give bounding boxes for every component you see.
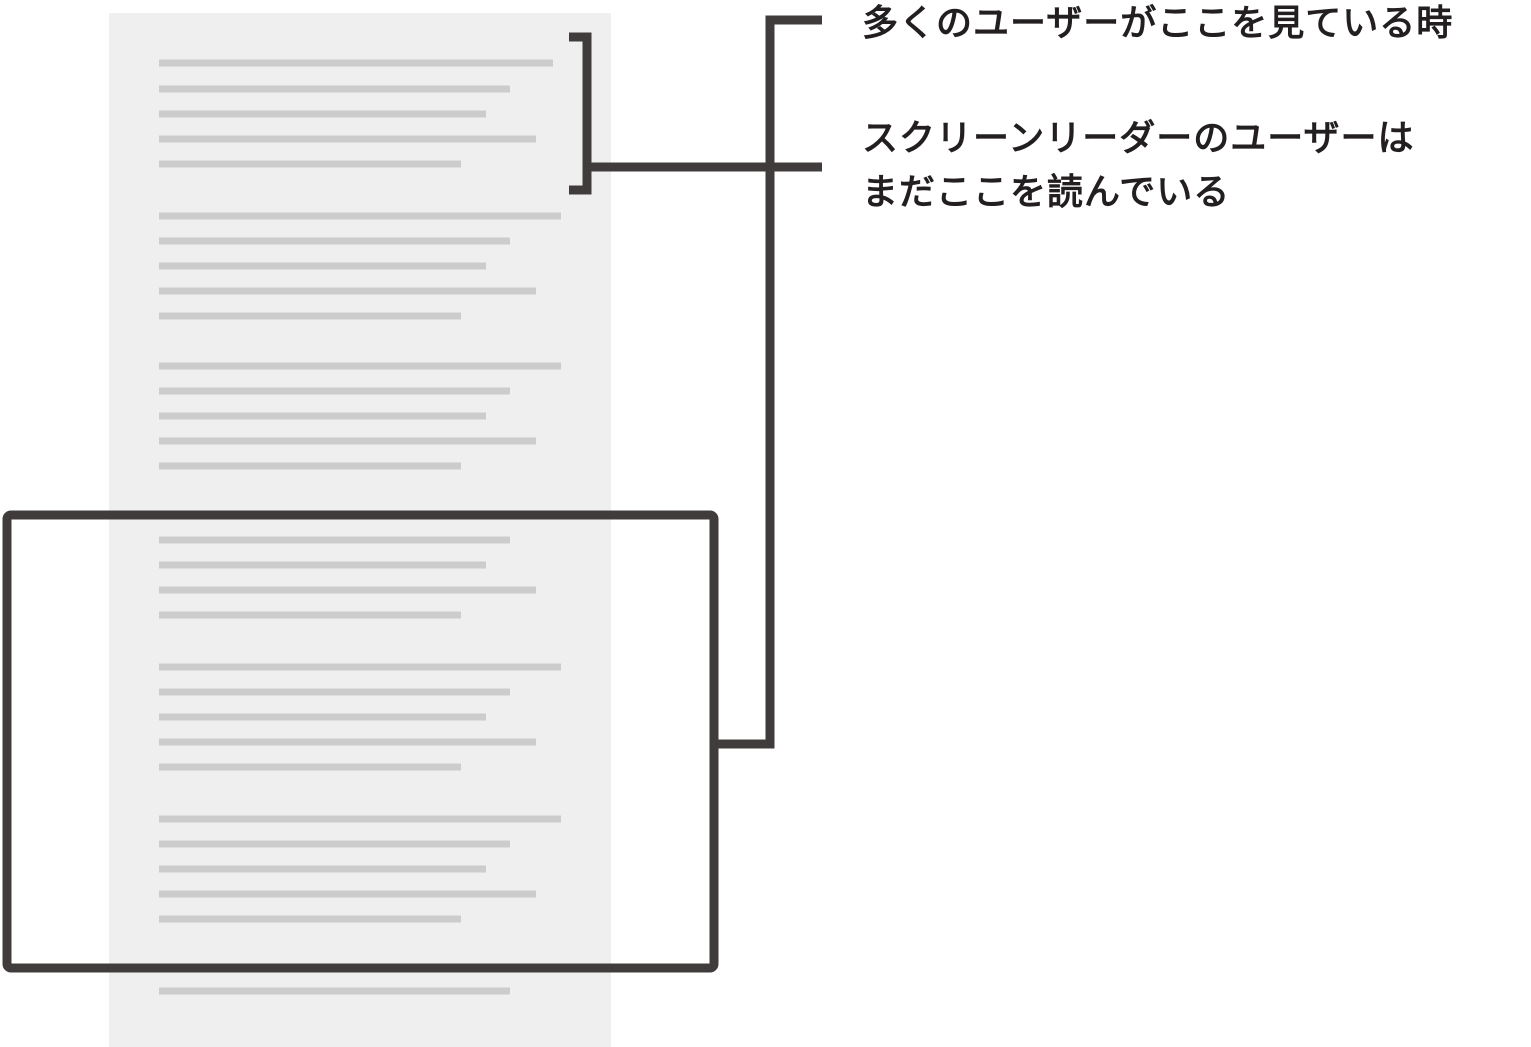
screen-reader-label-line-1: スクリーンリーダーのユーザーは — [862, 118, 1415, 159]
viewport-connector — [714, 15, 822, 749]
screen-reader-bracket — [569, 32, 592, 195]
screen-reader-label-line-2: まだここを読んでいる — [862, 172, 1231, 213]
sighted-users-label: 多くのユーザーがここを見ている時 — [862, 3, 1454, 44]
document-page — [109, 13, 611, 1047]
screen-reader-label: スクリーンリーダーのユーザーは まだここを読んでいる — [862, 112, 1414, 220]
text-placeholder-lines — [159, 59, 561, 995]
